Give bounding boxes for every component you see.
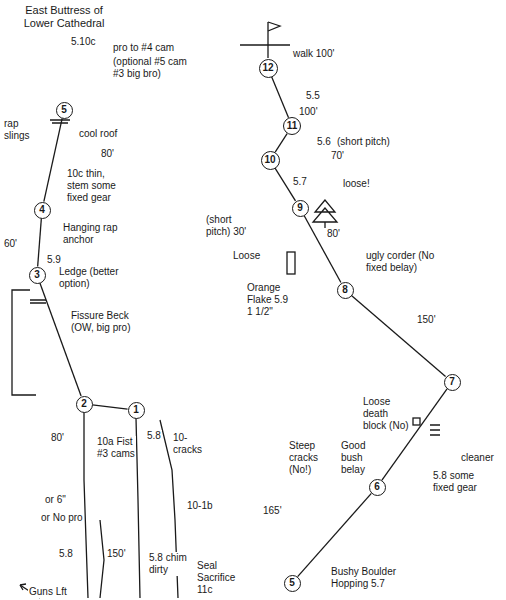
topo-note: 80': [100, 148, 115, 160]
route-line: [304, 215, 341, 282]
arrow-head: [20, 584, 26, 590]
belay-number: 3: [34, 270, 40, 280]
belay-number: 9: [297, 203, 303, 213]
belay-circle: 12: [259, 59, 278, 78]
route-line: [298, 493, 372, 576]
topo-note: 60': [3, 238, 18, 250]
topo-note: 70': [330, 150, 345, 162]
flake-symbol: [287, 252, 295, 274]
topo-note: Loose: [232, 250, 261, 262]
topo-note: Guns Lft: [28, 586, 68, 598]
topo-note: ugly corder (No fixed belay): [365, 250, 439, 274]
topo-note: 80': [50, 432, 65, 444]
belay-number: 10: [264, 155, 275, 165]
tree-symbol: [313, 200, 337, 228]
belay-number: 1: [133, 405, 139, 415]
topo-note: Steep cracks (No!): [288, 440, 336, 476]
route-line: [136, 418, 140, 598]
belay-number: 2: [81, 399, 87, 409]
belay-number: 4: [39, 205, 45, 215]
topo-note: Hanging rap anchor: [62, 222, 134, 246]
topo-note: 10c thin, stem some fixed gear: [66, 168, 130, 204]
route-line: [44, 118, 62, 201]
topo-note: Bushy Boulder Hopping 5.7: [330, 566, 414, 590]
topo-note: walk 100': [292, 48, 335, 60]
belay-circle: 7: [444, 374, 461, 391]
topo-note: Orange Flake 5.9 1 1/2": [246, 282, 296, 318]
topo-title: East Buttress of Lower Cathedral: [14, 4, 114, 30]
topo-note: 5.8 some fixed gear: [432, 470, 486, 494]
block-symbol: [413, 418, 420, 425]
topo-note: 80': [326, 228, 341, 240]
belay-circle: 4: [34, 202, 51, 219]
route-line: [272, 77, 289, 118]
topo-note: 5.10c: [70, 36, 96, 48]
topo-note: 5.7: [292, 176, 308, 188]
topo-note: Fissure Beck (OW, big pro): [70, 310, 134, 334]
topo-note: (optional #5 cam #3 big bro): [112, 56, 194, 80]
belay-circle: 1: [128, 402, 145, 419]
topo-note: 100': [298, 106, 319, 118]
topo-note: pro to #4 cam: [112, 42, 175, 54]
route-line: [351, 296, 445, 377]
belay-number: 6: [374, 482, 380, 492]
topo-note: 165': [262, 505, 283, 517]
flag: [268, 22, 280, 31]
walk-line: [240, 44, 290, 45]
topo-note: (short pitch) 30': [205, 214, 257, 238]
roof-symbol: [430, 425, 440, 435]
belay-number: 12: [262, 63, 273, 73]
topo-note: (short pitch): [336, 136, 391, 148]
topo-note: cleaner: [460, 452, 495, 464]
belay-number: 5: [289, 578, 295, 588]
topo-note: 5.8: [146, 430, 162, 442]
belay-circle: 3: [29, 267, 46, 284]
topo-note: or 6": [44, 494, 67, 506]
belay-number: 11: [287, 121, 298, 131]
topo-note: 5.9: [46, 254, 62, 266]
flag-pole: [267, 22, 268, 58]
topo-note: rap slings: [3, 118, 45, 142]
topo-note: Loose death block (No): [362, 396, 412, 432]
route-line: [38, 218, 42, 266]
belay-circle: 9: [292, 200, 309, 217]
topo-note: 150': [106, 548, 127, 560]
roof-symbol: [50, 120, 70, 123]
belay-circle: 11: [283, 117, 301, 135]
topo-note: or No pro: [40, 512, 84, 524]
belay-circle: 10: [261, 151, 280, 170]
ledge-symbol: [30, 300, 46, 303]
topo-note: loose!: [342, 178, 371, 190]
route-line: [84, 412, 88, 598]
belay-circle: 5: [284, 575, 301, 592]
topo-note: 5.5: [305, 90, 321, 102]
topo-note: Seal Sacrifice 11c: [196, 560, 253, 596]
topo-note: Good bush belay: [340, 440, 384, 476]
topo-note: Ledge (better option): [58, 266, 122, 290]
belay-circle: 2: [76, 396, 93, 413]
topo-note: 150': [416, 314, 437, 326]
topo-note: 10-1b: [186, 500, 214, 512]
route-line: [275, 134, 287, 152]
bracket: [12, 290, 36, 395]
belay-number: 7: [449, 377, 455, 387]
topo-note: 5.6: [316, 136, 332, 148]
topo-note: 5.8: [58, 548, 74, 560]
crack-line: [100, 520, 104, 598]
belay-circle: 6: [369, 479, 386, 496]
topo-note: 10a Fist #3 cams: [96, 436, 136, 460]
route-line: [92, 405, 127, 409]
belay-circle: 8: [337, 282, 354, 299]
topo-note: 10- cracks: [172, 432, 210, 456]
belay-number: 5: [61, 105, 67, 115]
belay-number: 8: [342, 285, 348, 295]
topo-note: cool roof: [78, 128, 118, 140]
belay-circle: 5: [56, 102, 73, 119]
topo-note: 5.8 chim dirty: [148, 552, 190, 576]
route-line: [40, 283, 81, 396]
